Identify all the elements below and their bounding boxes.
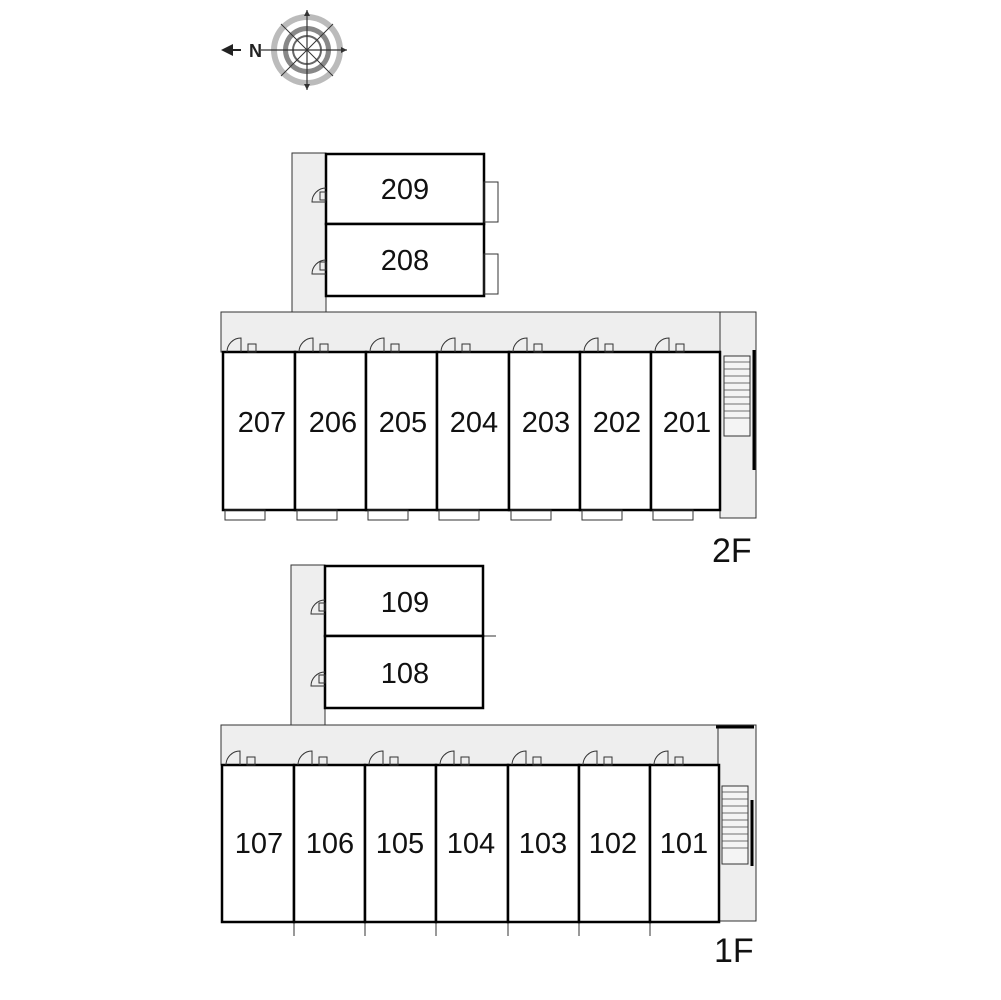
room-label: 109 [381,587,429,619]
floor-label-2f: 2F [712,532,752,570]
room-201: 201 [649,337,722,521]
room-label: 103 [519,828,567,860]
room-207: 207 [221,337,297,521]
room-104: 104 [434,750,510,936]
room-108: 108 [310,634,485,710]
corridor-vertical [291,152,327,322]
room-label: 205 [379,407,427,439]
room-label: 201 [663,407,711,439]
room-label: 204 [450,407,498,439]
room-label: 209 [381,174,429,206]
room-202: 202 [578,337,653,521]
floor-2f: 209 208 207 206 20 [220,152,757,570]
room-101: 101 [648,750,721,924]
room-102: 102 [577,750,652,936]
room-103: 103 [506,750,581,936]
room-107: 107 [220,750,296,936]
room-label: 207 [238,407,286,439]
room-label: 108 [381,658,429,690]
room-203: 203 [507,337,582,521]
staircase-icon [723,350,756,470]
room-204: 204 [435,337,511,521]
floor-label-1f: 1F [714,932,754,970]
room-label: 104 [447,828,495,860]
room-label: 106 [306,828,354,860]
room-label: 101 [660,828,708,860]
room-209: 209 [311,152,499,226]
room-label: 208 [381,245,429,277]
compass-north-label: N [249,41,262,61]
room-206: 206 [293,337,368,521]
room-label: 105 [376,828,424,860]
room-205: 205 [364,337,439,521]
room-label: 107 [235,828,283,860]
compass-rose-icon [221,10,347,90]
corridor-vertical [290,564,326,734]
room-109: 109 [310,564,496,638]
room-label: 203 [522,407,570,439]
room-label: 206 [309,407,357,439]
room-106: 106 [292,750,367,936]
staircase-icon [716,725,754,866]
room-label: 102 [589,828,637,860]
room-208: 208 [311,222,499,298]
room-label: 202 [593,407,641,439]
floor-1f: 109 108 107 106 105 [220,564,757,970]
corridor-horizontal [220,724,757,766]
room-105: 105 [363,750,438,936]
